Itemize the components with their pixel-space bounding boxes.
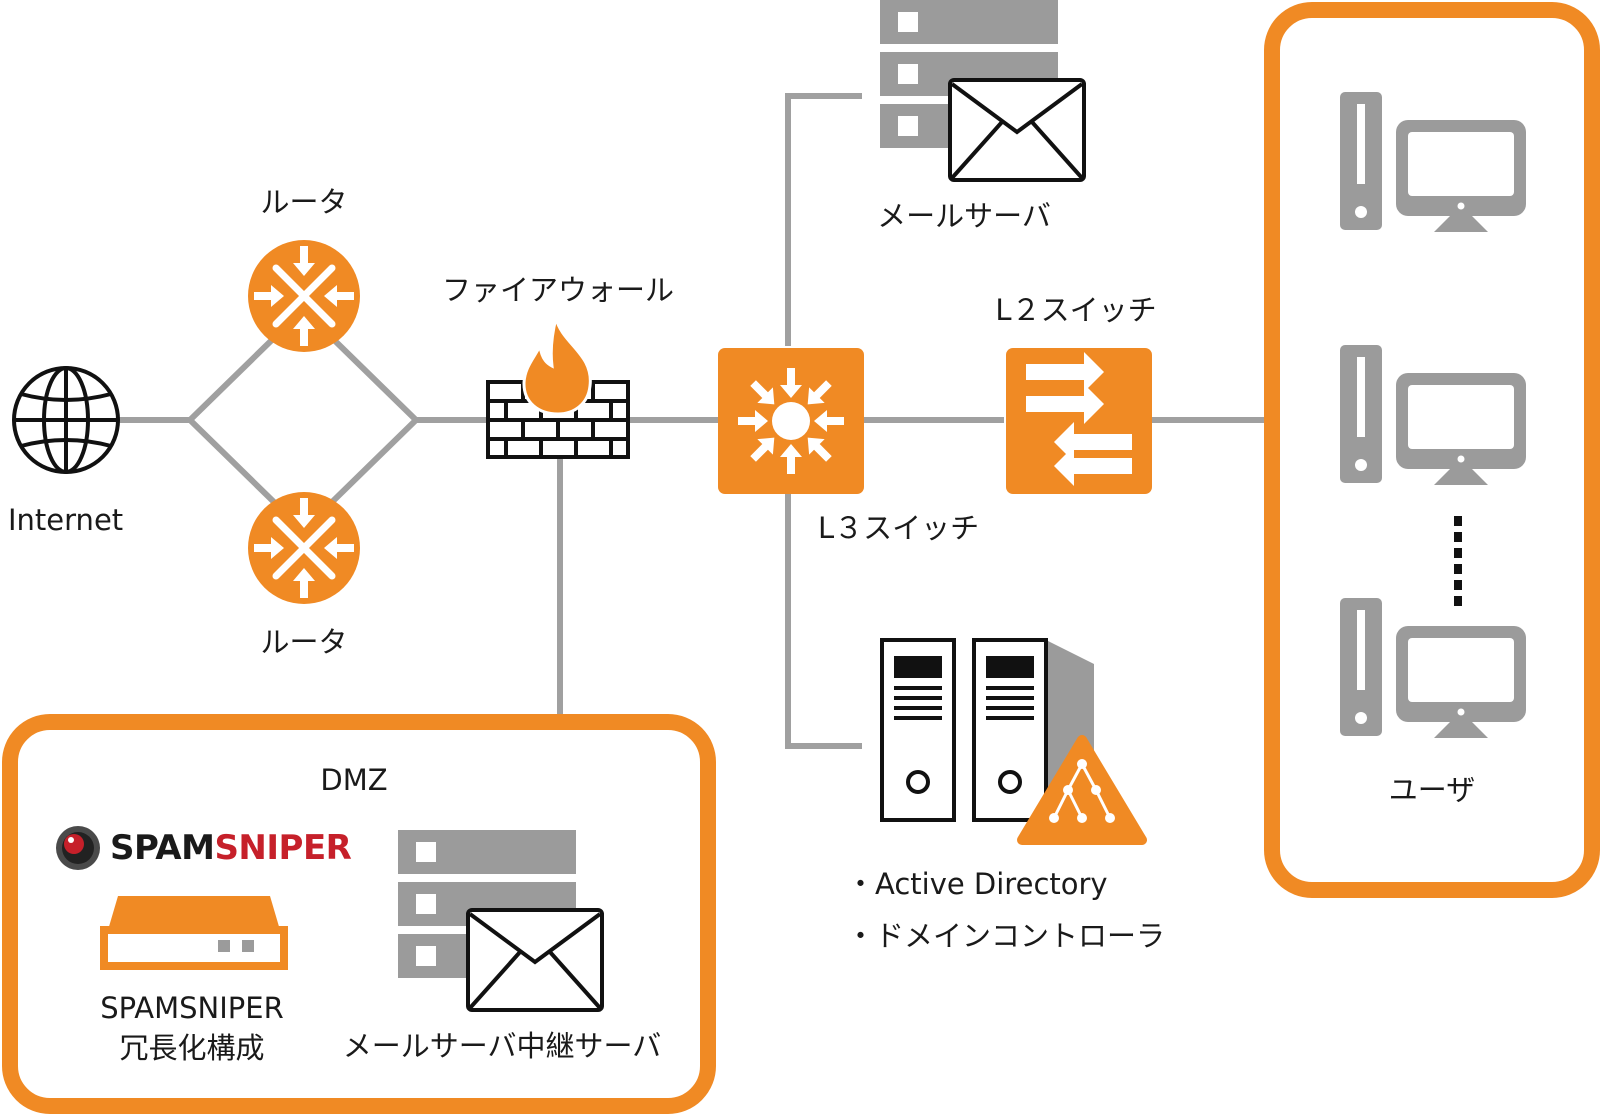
- ellipsis-dots-icon: [1454, 516, 1462, 606]
- directory-item-domain-controller: ・ドメインコントローラ: [846, 919, 1166, 953]
- mail-server-icon: [880, 0, 1086, 182]
- router-top-label: ルータ: [260, 185, 348, 219]
- logo-part-sniper: SNIPER: [214, 828, 352, 868]
- spamsniper-logo-text: SPAMSNIPER: [110, 828, 352, 868]
- spamsniper-appliance-icon: [100, 896, 288, 970]
- router-top-icon: [248, 240, 360, 352]
- desktop-pc-icon: [1340, 92, 1526, 232]
- router-bottom-icon: [248, 492, 360, 604]
- l2-switch-label: L２スイッチ: [995, 293, 1157, 327]
- mail-server-label: メールサーバ: [877, 199, 1051, 233]
- internet-globe-icon: [12, 366, 120, 474]
- firewall-icon: [486, 317, 630, 459]
- users-group-frame: [1264, 2, 1600, 898]
- relay-server-label: メールサーバ中継サーバ: [342, 1029, 662, 1063]
- desktop-pc-icon: [1340, 345, 1526, 485]
- directory-item-active-directory: ・Active Directory: [846, 867, 1108, 901]
- firewall-label: ファイアウォール: [441, 273, 675, 307]
- l3-switch-icon: [718, 348, 864, 494]
- desktop-pc-icon: [1340, 598, 1526, 738]
- flame-icon: [522, 317, 592, 416]
- router-bottom-label: ルータ: [260, 625, 348, 659]
- directory-server-icon: [880, 638, 1094, 822]
- logo-part-spam: SPAM: [110, 828, 215, 868]
- appliance-label-line2: 冗長化構成: [119, 1031, 265, 1065]
- spamsniper-logo-icon: [56, 826, 100, 870]
- internet-label: Internet: [8, 503, 124, 537]
- l2-switch-icon: [1006, 348, 1152, 494]
- users-label: ユーザ: [1388, 773, 1476, 807]
- l3-switch-label: L３スイッチ: [818, 511, 980, 545]
- relay-mail-server-icon: [398, 830, 604, 1012]
- directory-tree-warning-icon: [1017, 735, 1147, 845]
- appliance-label-line1: SPAMSNIPER: [100, 991, 284, 1025]
- dmz-label: DMZ: [320, 763, 388, 797]
- dmz-frame: [2, 714, 716, 1114]
